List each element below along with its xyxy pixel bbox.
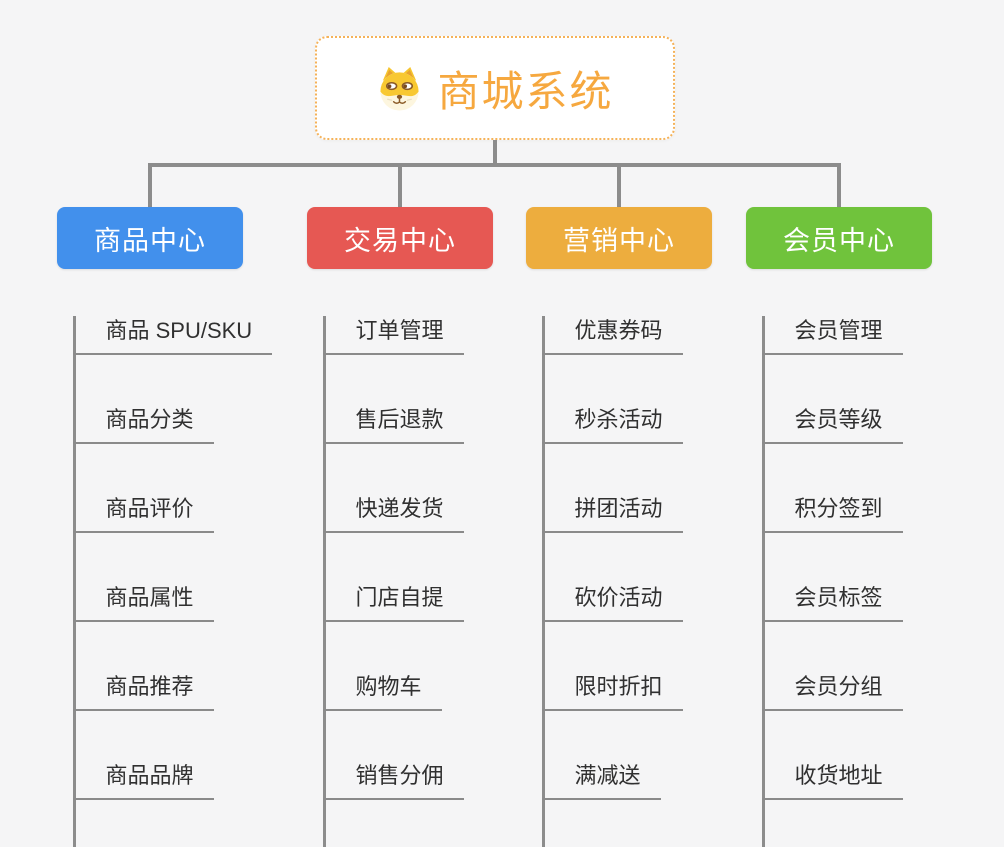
branch-node-trade-center[interactable]: 交易中心	[307, 207, 493, 269]
subtopic-marketing-center-0[interactable]: 优惠券码	[541, 316, 683, 355]
subtopic-member-center-2[interactable]: 积分签到	[761, 494, 903, 533]
branch-node-product-center[interactable]: 商品中心	[57, 207, 243, 269]
subtopic-member-center-5[interactable]: 收货地址	[761, 761, 903, 800]
branch-column-marketing-center: 营销中心优惠券码秒杀活动拼团活动砍价活动限时折扣满减送	[526, 207, 713, 847]
subtopic-member-center-4[interactable]: 会员分组	[761, 672, 903, 711]
subtopic-product-center-5[interactable]: 商品品牌	[72, 761, 214, 800]
subtopic-trade-center-5[interactable]: 销售分佣	[322, 761, 464, 800]
subtree-rail-line	[322, 316, 326, 847]
branch-drop-line	[148, 163, 152, 207]
branch-column-trade-center: 交易中心订单管理售后退款快递发货门店自提购物车销售分佣	[307, 207, 494, 847]
subtree-trade-center: 订单管理售后退款快递发货门店自提购物车销售分佣	[322, 316, 494, 847]
branch-label: 商品中心	[94, 225, 206, 256]
subtree-member-center: 会员管理会员等级积分签到会员标签会员分组收货地址	[761, 316, 933, 847]
root-title: 商城系统	[437, 67, 614, 115]
branch-node-marketing-center[interactable]: 营销中心	[526, 207, 712, 269]
branch-drop-line	[837, 163, 841, 207]
subtopic-trade-center-1[interactable]: 售后退款	[322, 405, 464, 444]
subtopic-marketing-center-1[interactable]: 秒杀活动	[541, 405, 683, 444]
subtopic-trade-center-4[interactable]: 购物车	[322, 672, 442, 711]
subtopic-marketing-center-3[interactable]: 砍价活动	[541, 583, 683, 622]
root-stub-line	[493, 140, 497, 165]
subtopic-marketing-center-4[interactable]: 限时折扣	[541, 672, 683, 711]
branch-node-member-center[interactable]: 会员中心	[746, 207, 932, 269]
shiba-dog-icon	[376, 64, 423, 113]
subtree-marketing-center: 优惠券码秒杀活动拼团活动砍价活动限时折扣满减送	[541, 316, 713, 847]
subtree-rail-line	[541, 316, 545, 847]
root-node[interactable]: 商城系统	[315, 36, 675, 140]
subtopic-product-center-2[interactable]: 商品评价	[72, 494, 214, 533]
subtopic-product-center-4[interactable]: 商品推荐	[72, 672, 214, 711]
subtopic-member-center-1[interactable]: 会员等级	[761, 405, 903, 444]
horizontal-rail-line	[148, 163, 841, 167]
subtopic-member-center-3[interactable]: 会员标签	[761, 583, 903, 622]
subtopic-product-center-1[interactable]: 商品分类	[72, 405, 214, 444]
branch-column-product-center: 商品中心商品 SPU/SKU 商品分类商品评价商品属性商品推荐商品品牌	[57, 207, 273, 847]
subtree-rail-line	[761, 316, 765, 847]
subtopic-marketing-center-5[interactable]: 满减送	[541, 761, 661, 800]
subtopic-member-center-0[interactable]: 会员管理	[761, 316, 903, 355]
subtree-rail-line	[72, 316, 76, 847]
subtopic-product-center-0[interactable]: 商品 SPU/SKU	[72, 316, 273, 355]
subtree-product-center: 商品 SPU/SKU 商品分类商品评价商品属性商品推荐商品品牌	[72, 316, 273, 847]
branch-label: 会员中心	[783, 225, 895, 256]
branch-label: 营销中心	[563, 225, 675, 256]
subtopic-trade-center-3[interactable]: 门店自提	[322, 583, 464, 622]
branch-drop-line	[398, 163, 402, 207]
branch-drop-line	[617, 163, 621, 207]
subtopic-marketing-center-2[interactable]: 拼团活动	[541, 494, 683, 533]
subtopic-trade-center-2[interactable]: 快递发货	[322, 494, 464, 533]
subtopic-product-center-3[interactable]: 商品属性	[72, 583, 214, 622]
branch-column-member-center: 会员中心会员管理会员等级积分签到会员标签会员分组收货地址	[746, 207, 933, 847]
subtopic-trade-center-0[interactable]: 订单管理	[322, 316, 464, 355]
branch-label: 交易中心	[344, 225, 456, 256]
